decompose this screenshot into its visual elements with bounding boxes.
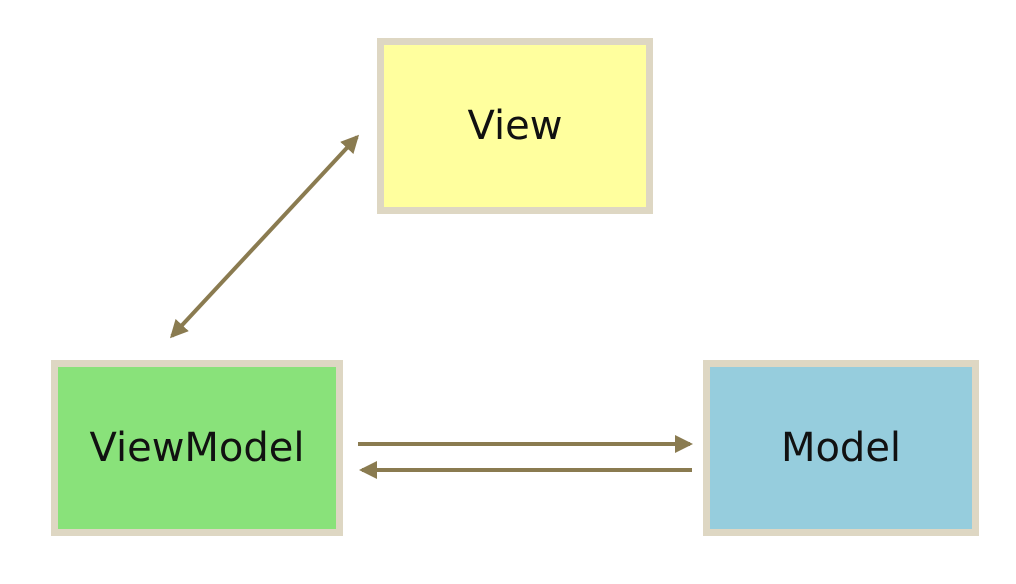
view-label: View bbox=[467, 103, 563, 149]
viewmodel-view-connector bbox=[169, 134, 360, 339]
viewmodel-box: ViewModel bbox=[51, 360, 343, 536]
viewmodel-label: ViewModel bbox=[89, 425, 305, 471]
view-box: View bbox=[377, 38, 653, 214]
model-label: Model bbox=[780, 425, 902, 471]
model-box: Model bbox=[703, 360, 979, 536]
